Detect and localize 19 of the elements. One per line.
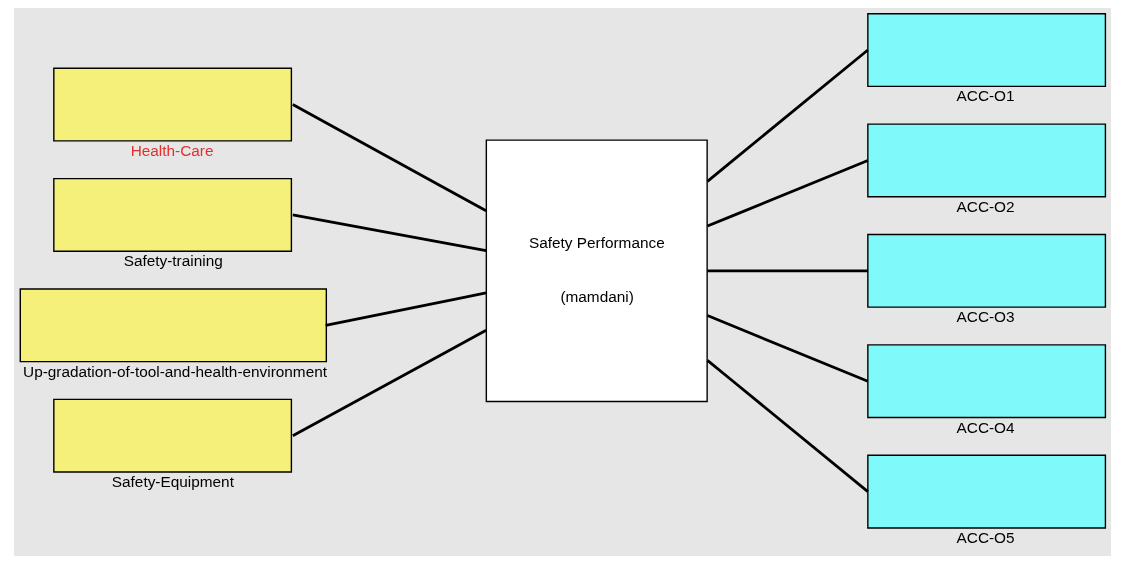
connector bbox=[324, 291, 486, 327]
node-label: ACC-O4 bbox=[956, 418, 1015, 436]
connector bbox=[706, 359, 869, 493]
node-label: ACC-O2 bbox=[956, 197, 1015, 215]
node-label: Health-Care bbox=[130, 141, 213, 159]
connector bbox=[706, 314, 868, 383]
node-label: ACC-O1 bbox=[956, 87, 1015, 105]
node-label: Safety-training bbox=[123, 252, 223, 270]
connector bbox=[291, 329, 487, 437]
node-label: ACC-O5 bbox=[956, 529, 1015, 547]
node-label: ACC-O3 bbox=[956, 308, 1015, 326]
connector bbox=[292, 213, 486, 252]
node-label: Up-gradation-of-tool-and-health-environment bbox=[22, 362, 327, 380]
connector bbox=[706, 159, 868, 228]
node-label: Safety-Equipment bbox=[111, 473, 234, 491]
connector bbox=[291, 103, 487, 212]
node-box: Safety Performance (mamdani) bbox=[485, 139, 708, 403]
connector bbox=[706, 48, 869, 183]
connector bbox=[706, 269, 868, 273]
